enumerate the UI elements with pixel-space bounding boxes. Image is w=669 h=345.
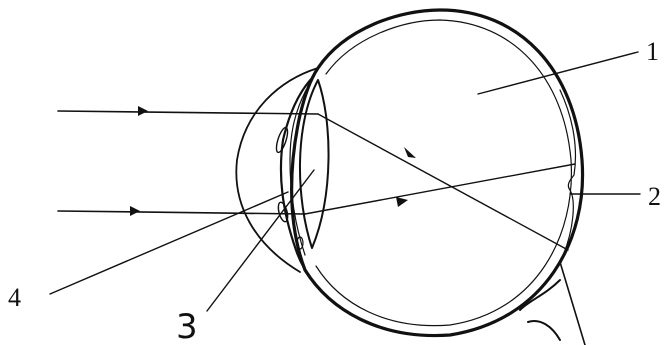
label-3: 3 [176,307,198,345]
arrowhead-refracted-top [404,147,416,158]
light-ray-bottom [58,211,305,214]
arrowhead-ray-top [138,106,148,116]
eyeball-inner-contour [316,20,571,326]
arrowhead-refracted-bottom [396,197,408,207]
label-4: 4 [8,283,21,312]
refracted-ray-bottom [305,164,575,214]
optic-nerve-bottom [528,321,560,340]
label-2: 2 [648,182,661,211]
leader-line-4 [50,192,288,294]
leader-line-1 [478,52,638,94]
refracted-ray-top [318,114,568,250]
optic-nerve-top [520,280,560,310]
optic-nerve-line [560,262,585,345]
arrowhead-ray-bottom [130,206,140,216]
label-1: 1 [646,37,659,66]
light-ray-top [58,111,318,114]
eyeball-outline [292,10,583,336]
